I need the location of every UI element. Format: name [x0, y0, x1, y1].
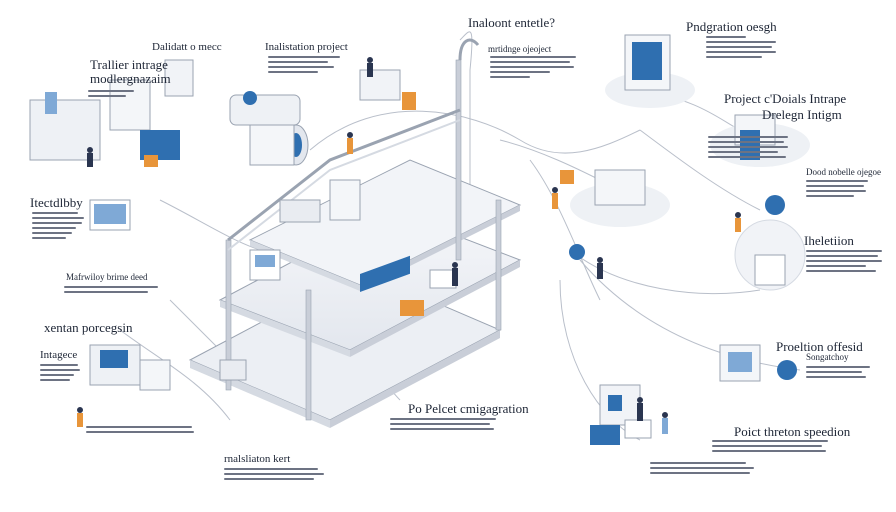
label-dood-nobelle: Dood nobelle ojegoe	[806, 167, 881, 177]
label-intagece: Intagece	[40, 349, 78, 361]
text-block	[88, 90, 134, 100]
text-block	[650, 462, 754, 477]
text-block	[806, 250, 882, 275]
label-dalidatt: Dalidatt o mecc	[152, 41, 222, 53]
text-block	[712, 440, 828, 455]
label-project-doials: Project c'Doials Intrape	[724, 91, 847, 106]
platform-machines	[219, 179, 457, 381]
label-iheletiion: Iheletiion	[804, 233, 854, 248]
label-mrtidnge: mrtidnge ojeoject	[488, 44, 552, 54]
label-songatchoy: Songatchoy	[806, 352, 849, 362]
text-block	[390, 418, 496, 433]
label-inaloont: Inaloont entetle?	[468, 15, 555, 30]
right-workstation-cluster	[560, 34, 810, 445]
text-block	[806, 180, 868, 200]
text-block	[86, 426, 194, 436]
text-block	[706, 36, 776, 61]
label-trallier: Trallier intrage	[90, 57, 168, 72]
label-itectdlbby: Itectdlbby	[30, 195, 83, 210]
label-xentan: xentan porcegsin	[44, 320, 133, 335]
text-block	[224, 468, 324, 483]
text-block	[708, 136, 788, 161]
text-block	[40, 364, 80, 384]
label-inalistation: Inalistation project	[265, 41, 348, 53]
label-poict-threton: Poict threton speedion	[734, 424, 851, 439]
label-drelegn: Drelegn Intigm	[762, 107, 842, 122]
text-block	[806, 366, 870, 381]
text-block	[268, 56, 340, 76]
label-modler: modlergnazaim	[90, 71, 171, 86]
left-workstation-cluster	[29, 59, 194, 391]
person-icon	[77, 57, 741, 434]
text-block	[32, 212, 84, 242]
label-proeltion: Proeltion offesid	[776, 339, 863, 354]
server-rack-icon	[229, 69, 416, 166]
globe-icon	[243, 91, 797, 380]
label-rnalsliaton: rnalsliaton kert	[224, 453, 291, 465]
label-pndgration: Pndgration oesgh	[686, 19, 777, 34]
text-block	[64, 286, 158, 296]
label-mafrwiloy: Mafrwiloy brirne deed	[66, 272, 148, 282]
label-poict-cmigagration: Po Pelcet cmigagration	[408, 401, 529, 416]
text-block	[490, 56, 576, 81]
